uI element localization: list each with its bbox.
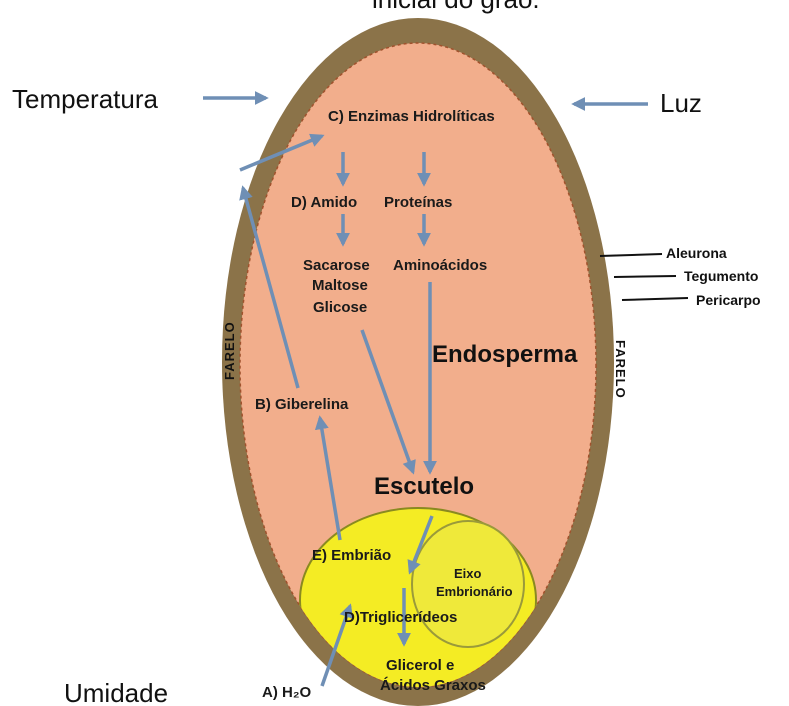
header-fragment: inicial do grão. [372, 0, 540, 14]
proteins-label: Proteínas [384, 194, 452, 211]
fatty-acids-label: Ácidos Graxos [380, 677, 486, 694]
light-label: Luz [660, 88, 702, 118]
embryonic-axis-label-2: Embrionário [436, 584, 513, 599]
sugar-sacarose-label: Sacarose [303, 257, 370, 274]
embryo-label: E) Embrião [312, 547, 391, 564]
endosperm-label: Endosperma [432, 341, 578, 368]
aleurone-line [600, 254, 662, 256]
glycerol-label: Glicerol e [386, 657, 454, 674]
triglycerides-label: D)Triglicerídeos [344, 609, 457, 626]
enzymes-label: C) Enzimas Hidrolíticas [328, 108, 495, 125]
moisture-label: Umidade [64, 678, 168, 706]
temperature-label: Temperatura [12, 84, 158, 114]
amino-acids-label: Aminoácidos [393, 257, 487, 274]
embryonic-axis-label-1: Eixo [454, 566, 482, 581]
tegument-label: Tegumento [684, 268, 758, 284]
sugar-glicose-label: Glicose [313, 299, 367, 316]
bran-label-left: FARELO [222, 321, 237, 380]
pericarp-line [622, 298, 688, 300]
water-label: A) H₂O [262, 684, 311, 701]
aleurone-label: Aleurona [666, 245, 727, 261]
scutellum-label: Escutelo [374, 473, 474, 500]
gibberellin-label: B) Giberelina [255, 396, 349, 413]
bran-label-right: FARELO [613, 340, 628, 399]
sugar-maltose-label: Maltose [312, 277, 368, 294]
starch-label: D) Amido [291, 194, 357, 211]
tegument-line [614, 276, 676, 277]
pericarp-label: Pericarpo [696, 292, 761, 308]
